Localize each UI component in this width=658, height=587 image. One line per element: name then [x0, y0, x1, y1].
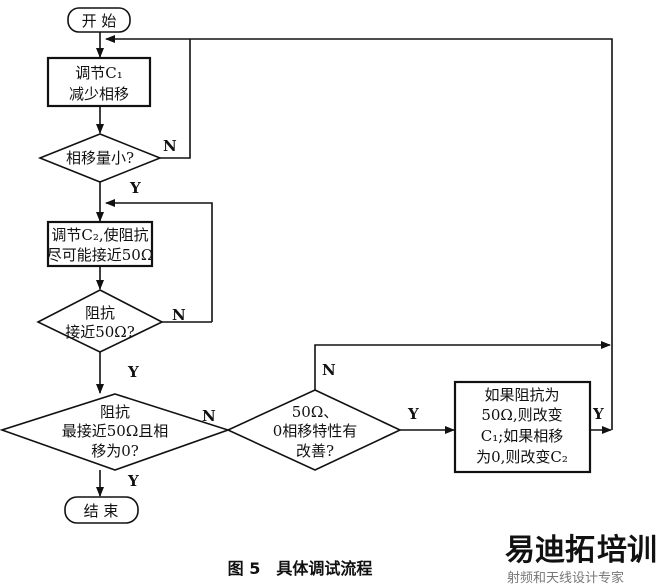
no-label-1: N — [163, 137, 177, 155]
yes-label-3: Y — [127, 472, 139, 490]
decision3-line3: 移为0? — [91, 442, 139, 460]
decision-closest-and-zero-phase — [0, 393, 231, 471]
process-adjust-c1 — [46, 56, 152, 108]
decision4-line3: 改善? — [296, 442, 334, 460]
yes-label-1: Y — [129, 179, 141, 197]
decision4-line2: 0相移特性有 — [273, 422, 358, 440]
no-label-2: N — [172, 306, 186, 324]
process-change-capacitor — [453, 380, 592, 474]
no-label-4: N — [322, 361, 336, 379]
decision3-line1: 阻抗 — [100, 403, 130, 421]
decision1-label: 相移量小? — [66, 149, 134, 167]
yes-label-5: Y — [592, 405, 604, 423]
end-node — [64, 496, 139, 524]
watermark-brand-red: 易迪拓 — [505, 533, 595, 568]
yes-label-4: Y — [407, 405, 419, 423]
box2-line2: 尽可能接近50Ω — [47, 246, 154, 264]
decision2-line1: 阻抗 — [85, 304, 115, 322]
figure-caption: 图 5 具体调试流程 — [228, 559, 373, 578]
box1-line1: 调节C₁ — [75, 64, 123, 82]
box1-line2: 减少相移 — [69, 85, 129, 103]
box3-line4: 为0,则改变C₂ — [476, 448, 568, 466]
process-adjust-c2 — [46, 220, 154, 268]
watermark-slogan: 射频和天线设计专家 — [507, 570, 624, 586]
box3-line2: 50Ω,则改变 — [481, 406, 562, 424]
decision-improved — [226, 389, 402, 471]
decision3-line2: 最接近50Ω且相 — [62, 422, 169, 440]
box2-line1: 调节C₂,使阻抗 — [51, 226, 148, 244]
yes-label-2: Y — [127, 363, 139, 381]
decision2-line2: 接近50Ω? — [65, 323, 135, 341]
no-label-3: N — [202, 407, 216, 425]
box3-line3: C₁;如果相移 — [481, 427, 564, 445]
start-label: 开 始 — [82, 12, 117, 30]
decision4-line1: 50Ω、 — [292, 403, 339, 421]
start-node — [67, 7, 131, 33]
box3-line1: 如果阻抗为 — [484, 386, 559, 404]
watermark-brand-blue: 培训 — [597, 533, 657, 568]
end-label: 结 束 — [84, 502, 119, 520]
